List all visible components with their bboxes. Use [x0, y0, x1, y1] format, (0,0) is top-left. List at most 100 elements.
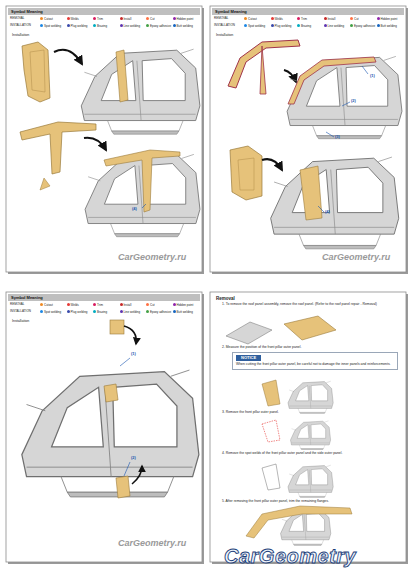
- callout-number: (3): [335, 135, 340, 140]
- pillar-panel: [22, 42, 50, 102]
- leader-line: [120, 358, 130, 366]
- legend-text: Cut: [354, 17, 359, 21]
- callout-number: (4): [132, 207, 137, 212]
- body-side: [287, 56, 402, 138]
- legend-entry: Brazing: [93, 310, 107, 314]
- legend-entry: Cut: [146, 303, 155, 307]
- legend-entry: Butt welding: [173, 310, 193, 314]
- legend-swatch: [93, 17, 96, 20]
- legend-swatch: [120, 17, 123, 20]
- legend-text: Spot welding: [248, 24, 265, 28]
- legend-swatch: [93, 303, 96, 306]
- roof-frame: [226, 322, 272, 344]
- legend-text: Trim: [301, 17, 307, 21]
- heading-text: Symbol Meaning: [215, 9, 401, 14]
- page-sheet: [6, 292, 202, 562]
- watermark-logo: CarGeometry: [224, 545, 356, 568]
- notice-box: NOTICEWhen cutting the front pillar oute…: [232, 352, 398, 370]
- legend-swatch: [297, 17, 300, 20]
- section-heading: Removal: [216, 296, 235, 301]
- callout-number: (2): [131, 456, 136, 461]
- legend-swatch: [324, 24, 327, 27]
- callout-number: (4): [325, 210, 330, 215]
- legend-text: Trim: [97, 17, 103, 21]
- legend-entry: Line welding: [324, 24, 345, 28]
- legend-swatch: [40, 303, 43, 306]
- legend-entry: Plug welding: [271, 24, 292, 28]
- legend-entry: Spot welding: [244, 24, 265, 28]
- legend-swatch: [146, 303, 149, 306]
- installed-part: [104, 150, 180, 212]
- legend-swatch: [173, 24, 176, 27]
- page-sheet: [210, 6, 406, 272]
- leader-line: [362, 66, 368, 74]
- watermark: CarGeometry.ru: [118, 252, 186, 262]
- figure-title: Installation: [12, 319, 29, 323]
- legend-swatch: [271, 17, 274, 20]
- section-header: Symbol Meaning: [8, 8, 200, 15]
- legend-entry: Cutout: [40, 17, 53, 21]
- section-header: Symbol Meaning: [8, 294, 200, 301]
- install-arrow: [124, 326, 136, 344]
- center-pillar: [260, 46, 266, 94]
- legend-text: Hidden point: [177, 303, 194, 307]
- legend-swatch: [67, 303, 70, 306]
- section-label: REMOVAL: [214, 17, 228, 20]
- legend-entry: Install: [120, 17, 132, 21]
- legend-swatch: [93, 24, 96, 27]
- legend-swatch: [67, 24, 70, 27]
- legend-swatch: [40, 24, 43, 27]
- legend-entry: Spot welding: [40, 310, 61, 314]
- callout-number: (1): [370, 74, 375, 79]
- legend-swatch: [350, 24, 353, 27]
- page-sheet: [210, 292, 406, 562]
- patch-part: [116, 476, 130, 498]
- legend-text: Install: [328, 17, 336, 21]
- legend-entry: Trim: [297, 17, 307, 21]
- step-text: 1. To remove the roof panel assembly, re…: [222, 303, 398, 307]
- legend-entry: Butt welding: [377, 24, 397, 28]
- legend-entry: Install: [324, 17, 336, 21]
- panel-edge: [30, 50, 45, 92]
- legend-entry: Spot welding: [40, 24, 61, 28]
- install-arrow: [132, 466, 142, 484]
- page1-figure: [20, 42, 200, 237]
- page-sheet: [6, 6, 202, 272]
- legend-swatch: [297, 24, 300, 27]
- heading-text: Symbol Meaning: [11, 295, 197, 300]
- legend-entry: Welds: [271, 17, 283, 21]
- legend-text: Butt welding: [177, 310, 193, 314]
- pillar-outer: [262, 380, 280, 406]
- legend-entry: Brazing: [297, 24, 311, 28]
- legend-text: Welds: [275, 17, 283, 21]
- body-side: [22, 370, 199, 497]
- legend-text: Spot welding: [44, 24, 61, 28]
- small-bracket: [40, 178, 50, 190]
- watermark: CarGeometry.ru: [322, 252, 390, 262]
- section-label: REMOVAL: [10, 17, 24, 20]
- legend-text: Line welding: [124, 24, 141, 28]
- legend-text: Line welding: [124, 310, 141, 314]
- legend-text: Brazing: [301, 24, 311, 28]
- section-label: REMOVAL: [10, 303, 24, 306]
- legend-entry: Hidden point: [173, 303, 194, 307]
- legend-text: Spot welding: [44, 310, 61, 314]
- legend-text: Welds: [71, 17, 79, 21]
- patch-part: [104, 384, 118, 402]
- legend-text: Cut: [150, 17, 155, 21]
- legend-entry: Hidden point: [173, 17, 194, 21]
- watermark: CarGeometry.ru: [118, 538, 186, 548]
- legend-swatch: [173, 303, 176, 306]
- legend-text: Epoxy adhesive: [150, 310, 171, 314]
- cut-line: [262, 420, 280, 442]
- legend-swatch: [120, 303, 123, 306]
- legend-text: Brazing: [97, 310, 107, 314]
- body-side: [81, 49, 200, 134]
- leader-line: [318, 206, 324, 212]
- legend-text: Cut: [150, 303, 155, 307]
- step-text: 3. Remove the front pillar outer panel.: [222, 411, 398, 415]
- legend-swatch: [146, 24, 149, 27]
